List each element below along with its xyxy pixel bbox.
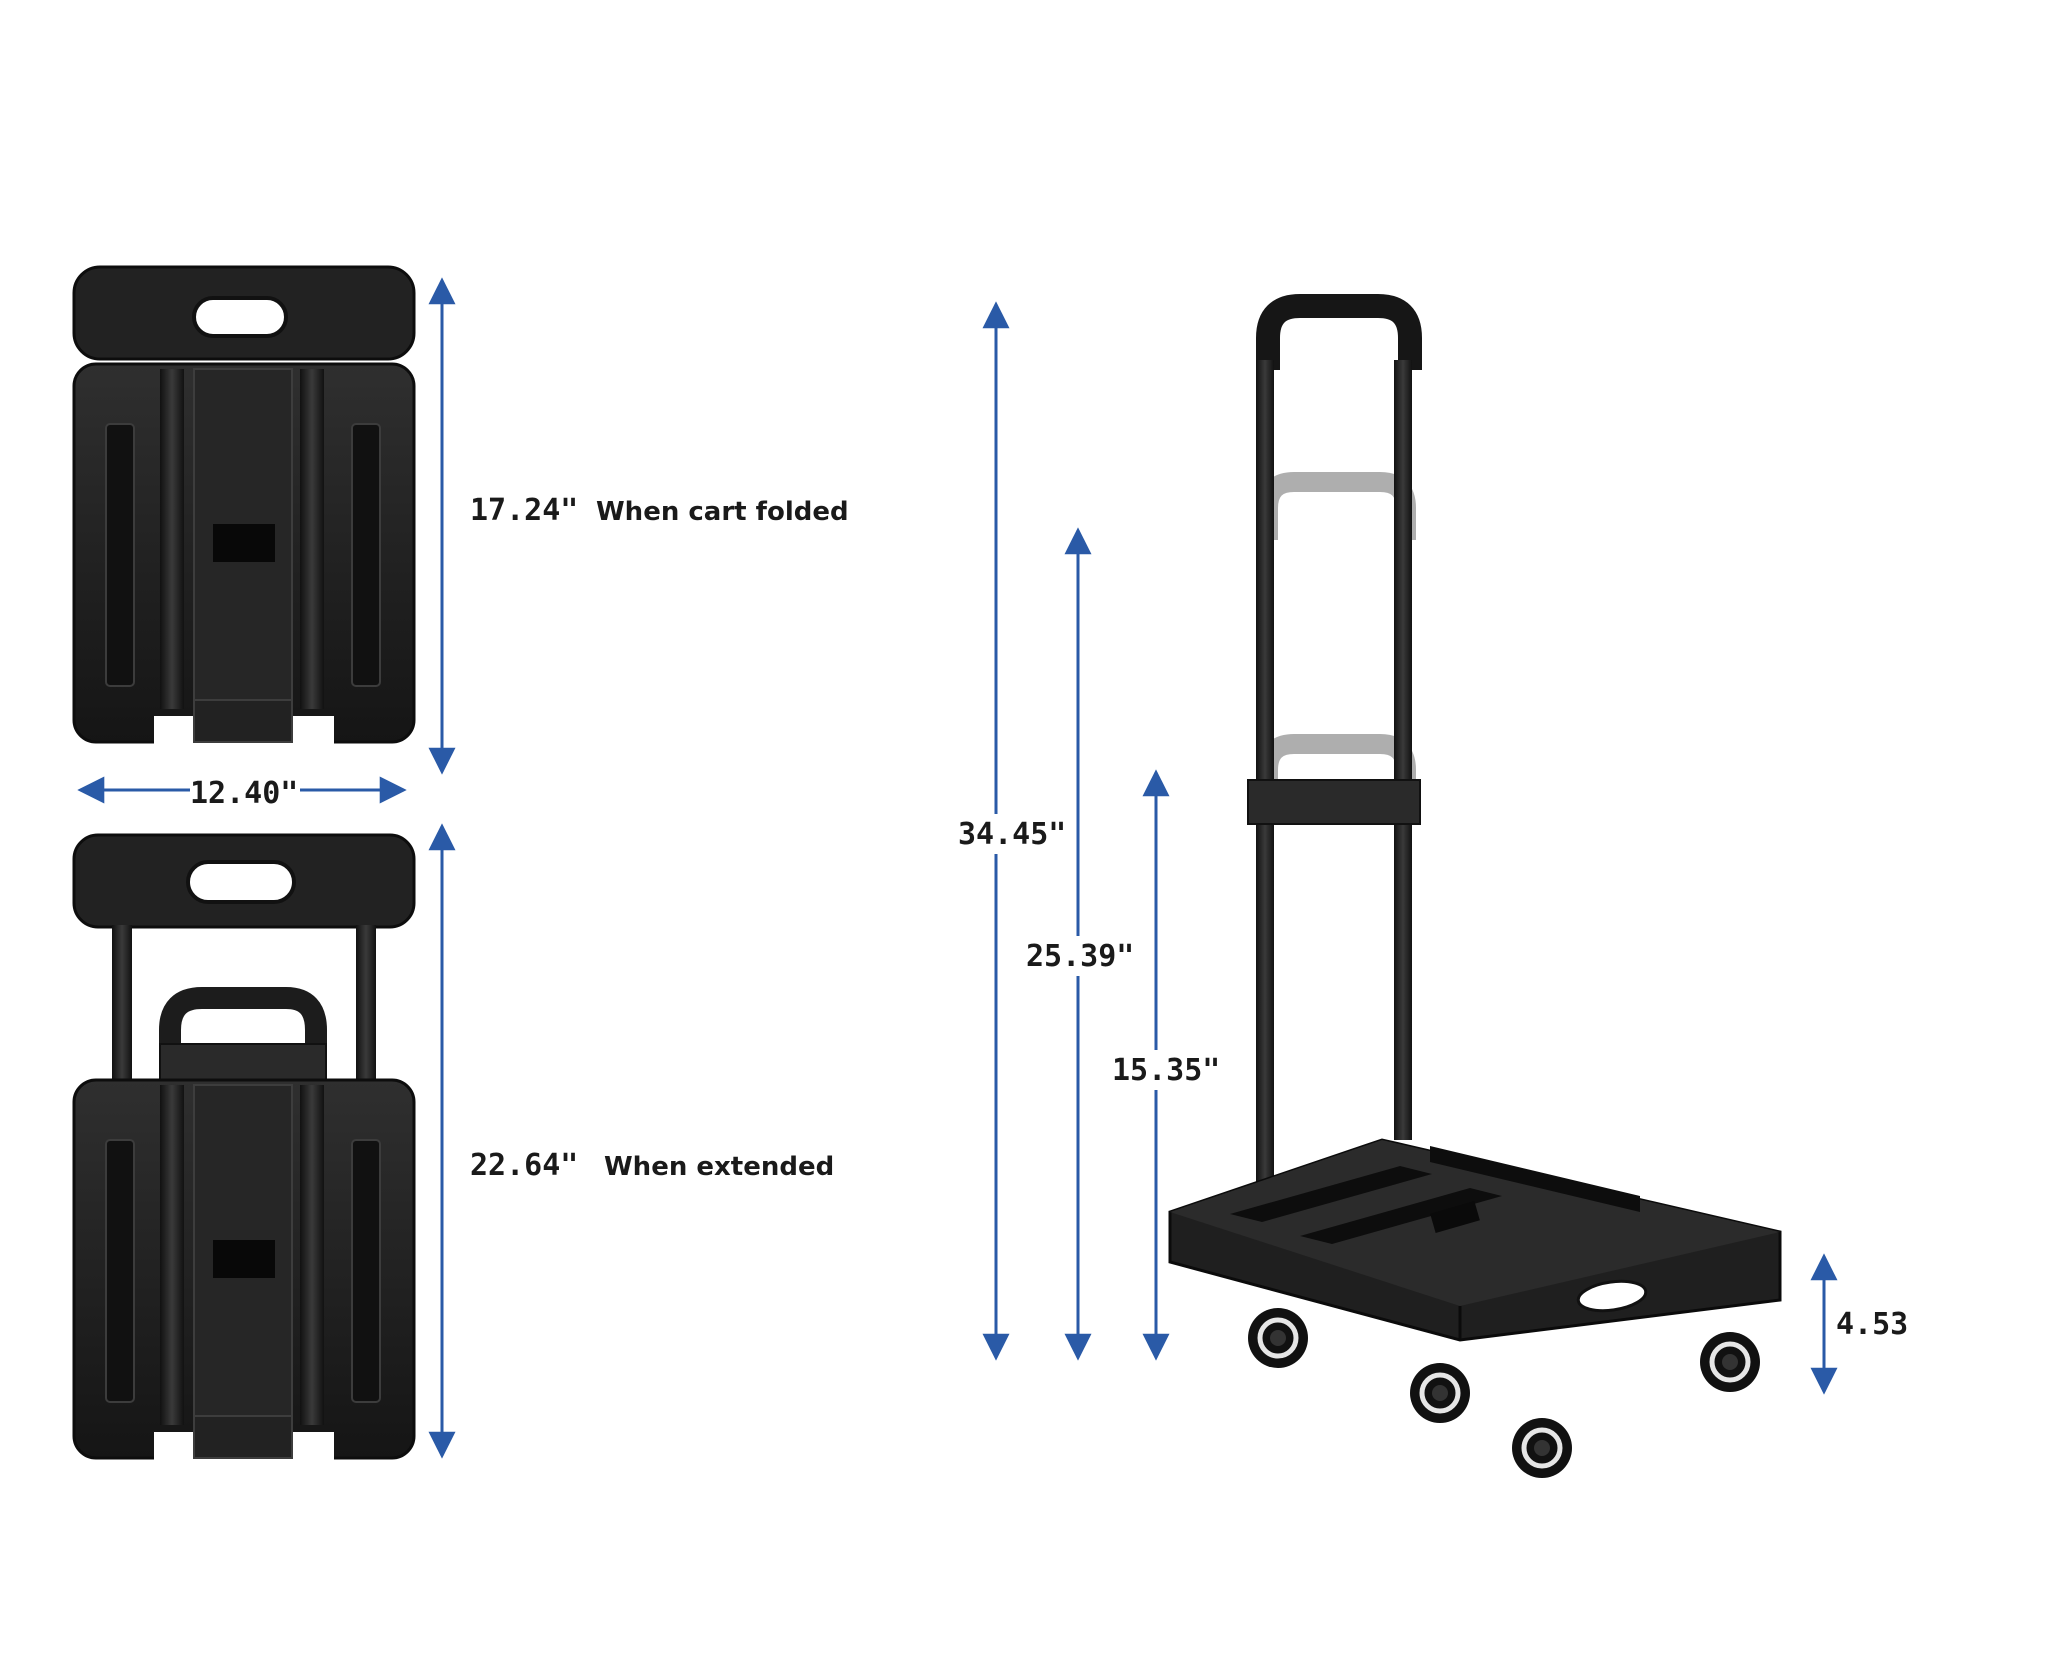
wheel	[1700, 1332, 1760, 1392]
ghost-handle-mid	[1258, 472, 1416, 540]
folded-height-label: 17.24"	[470, 493, 578, 528]
folded-cart-illustration	[72, 265, 416, 746]
wheel	[1410, 1363, 1470, 1423]
extended-note: When extended	[604, 1152, 834, 1182]
height-low-label: 15.35"	[1112, 1053, 1220, 1088]
handle-hole	[186, 860, 296, 904]
side-view-cart-illustration	[1168, 294, 1782, 1478]
extended-cart-illustration	[72, 833, 416, 1462]
height-full-label: 34.45"	[958, 817, 1066, 852]
platform-height-label: 4.53	[1836, 1307, 1908, 1342]
folded-width-label: 12.40"	[190, 776, 298, 811]
height-mid-label: 25.39"	[1026, 939, 1134, 974]
wheel	[1248, 1308, 1308, 1368]
wheel	[1512, 1418, 1572, 1478]
extended-height-label: 22.64"	[470, 1148, 578, 1183]
handle-hole	[192, 296, 288, 338]
folded-note: When cart folded	[596, 497, 849, 527]
